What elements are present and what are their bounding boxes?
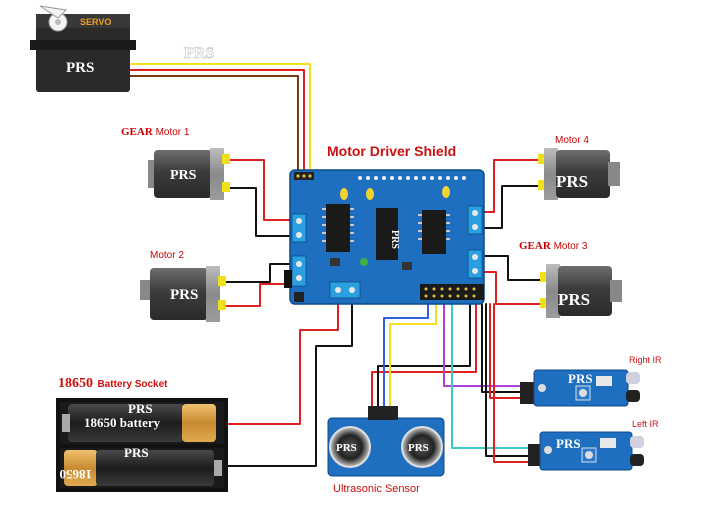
servo: SERVO PRS bbox=[30, 5, 136, 92]
wires bbox=[127, 63, 543, 467]
motor-2: PRS bbox=[140, 266, 226, 322]
motor-4: PRS bbox=[538, 148, 620, 200]
shield-chip-badge: PRS bbox=[389, 230, 400, 249]
left-ir-wire-cyan bbox=[451, 303, 541, 449]
ultrasonic-wire-black bbox=[377, 303, 471, 413]
ultrasonic-label: Ultrasonic Sensor bbox=[333, 483, 420, 495]
servo-badge: PRS bbox=[66, 60, 94, 76]
motor2-wire-red bbox=[225, 283, 297, 307]
motor4-badge: PRS bbox=[556, 172, 588, 191]
left-ir-sensor: PRS bbox=[528, 431, 644, 471]
right-ir-sensor: PRS bbox=[520, 369, 640, 407]
battery-wire-black bbox=[227, 299, 353, 467]
motor1-prefix: GEAR bbox=[121, 126, 153, 138]
motor3-wire-black bbox=[477, 255, 543, 281]
left-ir-label: Left IR bbox=[632, 419, 659, 429]
diagram-title: Motor Driver Shield bbox=[327, 143, 457, 159]
motor-driver-shield: PRS bbox=[284, 169, 485, 305]
motor3-wire-red bbox=[477, 271, 543, 305]
motor1-wire-black bbox=[225, 187, 297, 237]
motor4-wire-black bbox=[477, 185, 541, 229]
ultrasonic-badge-right: PRS bbox=[408, 442, 429, 454]
motor3-badge: PRS bbox=[558, 290, 590, 309]
watermark: PRS bbox=[184, 45, 214, 62]
motor3-label: GEAR Motor 3 bbox=[519, 240, 587, 252]
battery-heading-num: 18650 bbox=[58, 376, 93, 391]
motor1-wire-red bbox=[225, 159, 297, 221]
left-ir-wire-red bbox=[493, 303, 541, 463]
battery2-label: 18650 battery bbox=[15, 467, 92, 482]
right-ir-wire-black bbox=[481, 303, 533, 393]
motor3-prefix: GEAR bbox=[519, 240, 551, 252]
right-ir-wire-purple bbox=[443, 303, 533, 387]
motor1-name: Motor 1 bbox=[155, 127, 190, 138]
battery-heading: 18650 Battery Socket bbox=[58, 374, 167, 392]
battery1-label: 18650 battery bbox=[84, 415, 161, 430]
motor3-name: Motor 3 bbox=[553, 241, 588, 252]
motor2-badge: PRS bbox=[170, 287, 198, 303]
servo-brand: SERVO bbox=[80, 17, 111, 27]
battery-wire-red bbox=[227, 299, 339, 425]
motor-1: PRS bbox=[148, 148, 230, 200]
battery1-badge: PRS bbox=[128, 401, 153, 416]
ultrasonic-sensor: PRS PRS bbox=[327, 406, 445, 477]
motor4-name: Motor 4 bbox=[555, 135, 589, 146]
servo-wire-brown bbox=[127, 75, 299, 173]
right-ir-label: Right IR bbox=[629, 355, 662, 365]
motor-3: PRS bbox=[540, 264, 622, 318]
battery-heading-text: Battery Socket bbox=[97, 379, 168, 390]
right-ir-wire-red bbox=[489, 303, 533, 399]
battery-holder: PRS 18650 battery PRS 18650 battery bbox=[15, 398, 228, 492]
servo-wire-yellow bbox=[127, 63, 311, 173]
left-ir-wire-black bbox=[485, 303, 541, 457]
battery2-badge: PRS bbox=[124, 445, 149, 460]
motor2-wire-black bbox=[225, 263, 297, 283]
motor2-label: Motor 2 bbox=[150, 250, 184, 261]
motor4-label: Motor 4 bbox=[555, 135, 589, 146]
ultrasonic-wire-yellow bbox=[389, 303, 437, 413]
ultrasonic-wire-blue bbox=[383, 303, 429, 413]
motor2-name: Motor 2 bbox=[150, 250, 184, 261]
left-ir-badge: PRS bbox=[556, 436, 581, 451]
motor4-wire-red bbox=[477, 159, 541, 213]
servo-wire-red bbox=[127, 69, 305, 173]
right-ir-badge: PRS bbox=[568, 371, 593, 386]
motor1-label: GEAR Motor 1 bbox=[121, 126, 189, 138]
motor1-badge: PRS bbox=[170, 168, 197, 183]
ultrasonic-badge-left: PRS bbox=[336, 442, 357, 454]
ultrasonic-wire-red bbox=[371, 303, 477, 413]
